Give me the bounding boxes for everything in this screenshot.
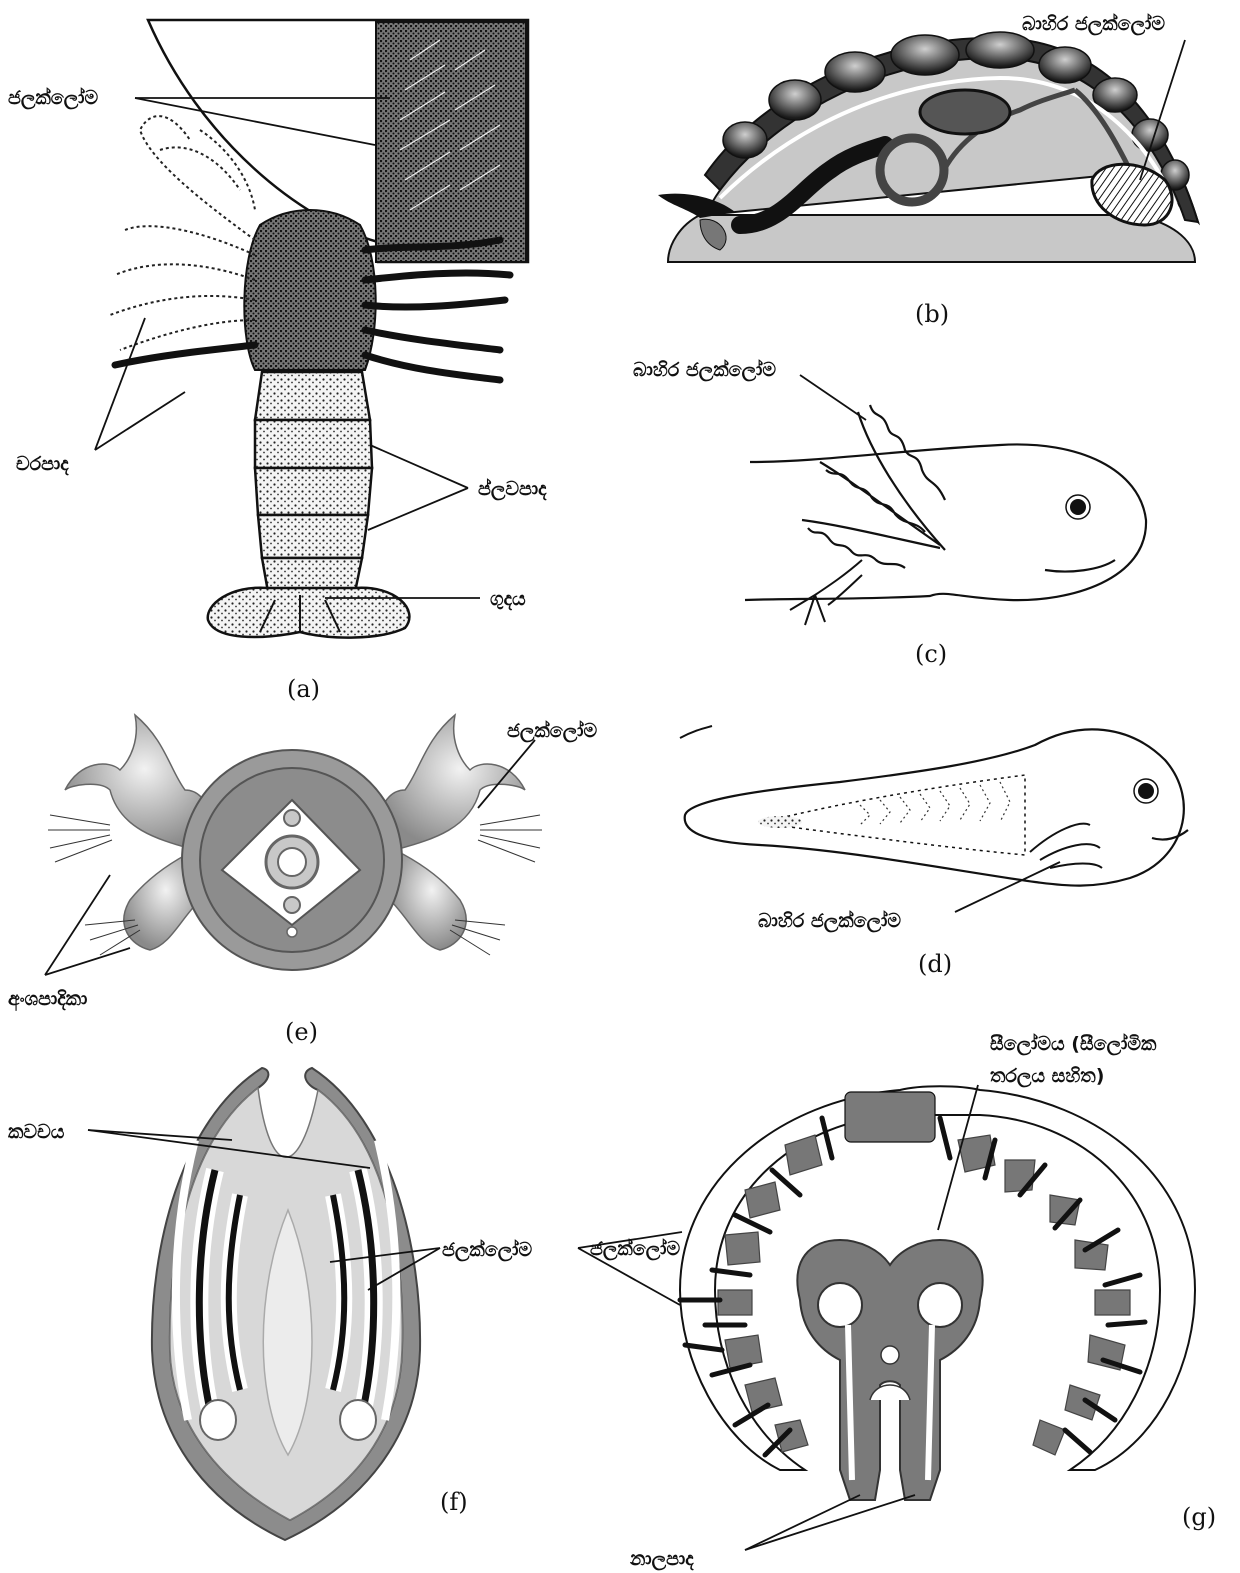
cephalothorax (244, 210, 375, 370)
caption-b: (b) (915, 300, 949, 328)
external-gill-upper (858, 405, 945, 550)
ventral-vessel (284, 897, 300, 913)
label-gills-f: ජලක්ලෝම (442, 1239, 532, 1262)
label-walking-legs: චරපාද (16, 453, 69, 476)
label-anus: ගුදය (490, 588, 526, 611)
label-coelom-line1: සීලෝමය (සීලෝමික (990, 1033, 1157, 1056)
panel-d-tadpole: බාහිර ජලක්ලෝම (d) (680, 726, 1188, 978)
label-external-gills-b: බාහිර ජලක්ලෝම (1022, 13, 1165, 36)
heart (920, 90, 1010, 134)
caption-g: (g) (1182, 1503, 1216, 1531)
label-external-gills-c: බාහිර ජලක්ලෝම (633, 359, 776, 382)
external-gill-middle (820, 462, 940, 545)
nerve-left (200, 1400, 236, 1440)
caption-f: (f) (440, 1488, 468, 1516)
label-gills-e: ජලක්ලෝම (507, 720, 597, 743)
caption-c: (c) (915, 640, 947, 668)
caption-e: (e) (285, 1018, 318, 1046)
label-gills-g: ජලක්ලෝම (590, 1238, 680, 1261)
body-outline-c (745, 444, 1146, 600)
label-external-gills-d: බාහිර ජලක්ලෝම (758, 910, 901, 933)
panel-a-crayfish: ජලක්ලෝම චරපාද ප්ලවපාද ගුදය (a) (8, 20, 547, 703)
panel-g-echinoderm-section: සීලෝමය (සීලෝමික තරලය සහිත) ජලක්ලෝම නාලපා… (578, 1033, 1216, 1571)
label-coelom-line2: තරලය සහිත) (990, 1065, 1104, 1088)
forelimb-c (790, 560, 862, 625)
external-gills-d (1030, 824, 1102, 868)
gill-chamber (376, 22, 526, 262)
tail-fan (208, 588, 410, 638)
nerve-right (340, 1400, 376, 1440)
dorsal-vessel (284, 810, 300, 826)
abdomen-segments (255, 372, 372, 592)
label-gills-a: ජලක්ලෝම (8, 87, 98, 110)
panel-b-mollusc: බාහිර ජලක්ලෝම (b) (658, 13, 1198, 328)
ampulla-left (818, 1283, 862, 1327)
eye-c (1070, 499, 1086, 515)
eye-d (1138, 783, 1154, 799)
panel-f-bivalve-section: කවචය ජලක්ලෝම (f) (8, 1068, 532, 1540)
tadpole-outline (685, 729, 1184, 885)
dotted-walking-legs (110, 116, 255, 350)
label-tube-feet: නාලපාද (629, 1548, 694, 1571)
label-parapodia: අංශපාදිකා (8, 988, 87, 1012)
panel-e-polychaete-section: ජලක්ලෝම අංශපාදිකා (e) (8, 715, 597, 1046)
panel-c-amphibian-larva: බාහිර ජලක්ලෝම (c) (633, 359, 1146, 668)
caption-a: (a) (287, 675, 320, 703)
label-swimmerets: ප්ලවපාද (478, 478, 547, 501)
label-shell: කවචය (8, 1121, 65, 1143)
caption-d: (d) (918, 950, 952, 978)
ampulla-right (918, 1283, 962, 1327)
ambulacral-system (797, 1240, 982, 1500)
